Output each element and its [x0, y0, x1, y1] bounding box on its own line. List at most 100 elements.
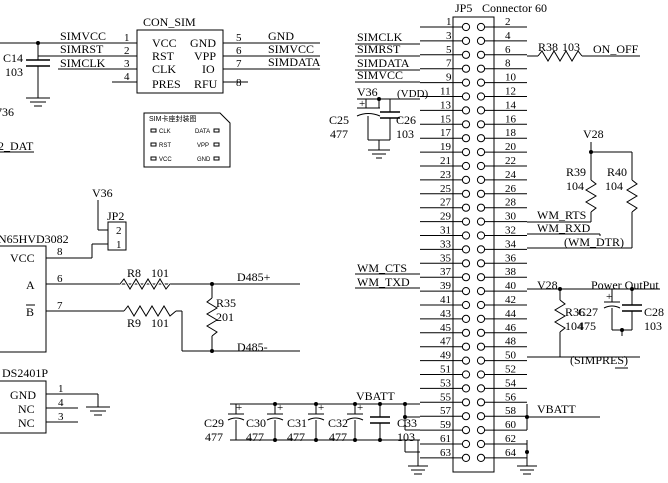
jp5-pin-pad [476, 78, 486, 87]
ds2401-name: DS2401P [2, 366, 48, 380]
jp5-left-nets: SIMCLK SIMRST SIMDATA SIMVCC V36 (VDD) +… [230, 30, 428, 475]
r38-value: 103 [562, 40, 580, 54]
jp5-pin-num: 17 [440, 127, 452, 139]
rs485-block: N65HVD3082 VCC A B 8 6 7 V36 JP2 2 1 R8 … [0, 186, 300, 354]
c25-value: 477 [330, 127, 348, 141]
jp5-pin-pad [461, 287, 471, 296]
sim-fp-label: RST [159, 143, 171, 149]
simpres-label: (SIMPRES) [570, 353, 628, 367]
jp5-pin-num: 59 [440, 419, 452, 431]
jp5-pin-pad [476, 134, 486, 143]
jp5-pin-num: 22 [505, 155, 516, 167]
con-sim-left-pins: 1 2 3 4 VCC RST CLK PRES [112, 32, 181, 91]
jp5-pin-num: 2 [505, 16, 511, 28]
net-label: SIMDATA [357, 56, 410, 70]
jp5-pin-pad [461, 175, 471, 184]
con-sim-pin-name: IO [202, 62, 215, 76]
sim-fp-label: CLK [159, 129, 171, 135]
net-label: WM_TXD [357, 275, 410, 289]
jp5-pin-pad [461, 134, 471, 143]
jp5-body [452, 16, 495, 473]
svg-text:+: + [277, 402, 283, 414]
v28-label: V28 [583, 127, 604, 141]
jp5-pin-num: 44 [505, 308, 517, 320]
jp5-pin-num: 24 [505, 169, 517, 181]
ds2401-pin-name: NC [18, 402, 35, 416]
jp5-pin-num: 7 [446, 58, 452, 70]
r35-value: 201 [216, 310, 234, 324]
con-sim-pin-name: VPP [194, 49, 216, 63]
jp5-pin-pad [461, 50, 471, 59]
jp5-pin-pad [476, 120, 486, 129]
jp5-pin-num: 27 [440, 197, 452, 209]
jp5-pin-pad [461, 36, 471, 46]
jp2-pin: 2 [116, 225, 122, 237]
jp2-name: JP2 [107, 209, 124, 223]
jp5-pin-pad [476, 231, 486, 240]
net-label: WM_RTS [537, 208, 586, 222]
rs485-pin-name: A [26, 278, 35, 292]
jp5-pin-num: 62 [505, 433, 516, 445]
jp5-pin-pad [476, 203, 486, 212]
cap-value: 477 [329, 430, 347, 444]
con-sim-block: CON_SIM 1 2 3 4 VCC RST CLK PRES 5 6 7 8 [0, 15, 321, 153]
jp5-pin-num: 57 [440, 405, 452, 417]
v28-label: V28 [537, 278, 558, 292]
jp5-pin-num: 23 [440, 169, 452, 181]
sim-fp-label: VPP [197, 143, 209, 149]
c26-name: C26 [396, 113, 416, 127]
jp5-pin-pad [476, 50, 486, 59]
jp5-pin-pad [461, 78, 471, 87]
jp5-pin-num: 41 [440, 294, 451, 306]
jp5-pin-num: 43 [440, 308, 452, 320]
jp5-pin-pad [461, 22, 471, 32]
jp5-pin-pad [461, 120, 471, 129]
jp5-pin-num: 4 [505, 30, 511, 42]
con-sim-pin-num: 4 [124, 71, 130, 83]
con-sim-pin-num: 8 [236, 77, 242, 89]
jp5-pin-num: 58 [505, 405, 517, 417]
jp5-pin-num: 39 [440, 280, 452, 292]
jp5-pin-pad [461, 203, 471, 212]
jp5-pin-num: 45 [440, 322, 452, 334]
jp5-pin-pad [461, 148, 471, 157]
jp5-pin-pad [476, 36, 486, 46]
r9-value: 101 [151, 316, 169, 330]
jp5-pin-pad [476, 217, 486, 226]
jp5-pin-pad [476, 287, 486, 296]
jp5-pin-pad [476, 245, 486, 254]
c14-name: C14 [3, 51, 23, 65]
net-label: WM_RXD [537, 221, 591, 235]
jp2-pin: 1 [116, 239, 122, 251]
r39-name: R39 [566, 165, 586, 179]
jp5-pin-num: 15 [440, 113, 452, 125]
jp5-pin-pad [461, 106, 471, 115]
rs485-part-name: N65HVD3082 [0, 232, 69, 246]
jp5-pin-pad [461, 370, 471, 379]
sim-footprint-title: SIM卡座封装图 [149, 114, 196, 123]
jp5-pin-pad [461, 439, 471, 449]
jp5-pin-pad [461, 412, 471, 421]
net-label: SIMRST [60, 42, 104, 56]
con-sim-pin-num: 5 [236, 32, 242, 44]
jp5-pin-row: 23 24 [420, 169, 527, 184]
ds2401-box [0, 380, 47, 434]
net-label: SIMVCC [60, 29, 106, 43]
ds2401-pin-name: NC [18, 416, 35, 430]
sim-fp-label: GND [197, 157, 211, 163]
r8-value: 101 [151, 266, 169, 280]
jp5-pin-pad [476, 398, 486, 407]
